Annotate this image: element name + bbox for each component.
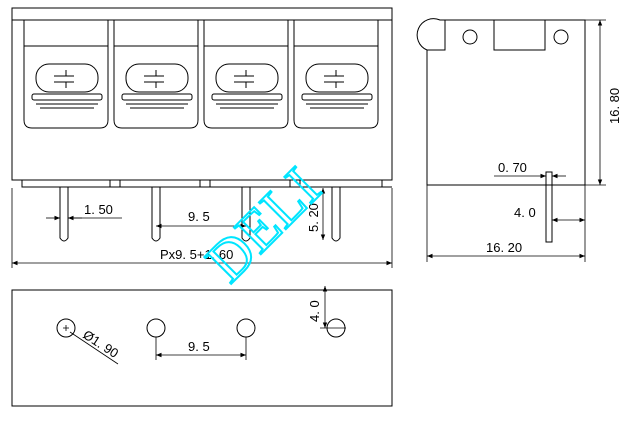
side-view: 16. 80 0. 70 4. 0 16. 20 [416,18,622,262]
bottom-outline [11,289,393,407]
front-view: 1. 50 9. 5 5. 20 Px9. 5+1. 60 [11,7,393,268]
dim-pin-offset: 4. 0 [514,185,586,226]
hole-center-mark [63,325,69,331]
dim-hole-pitch: 9. 5 [155,337,247,360]
dim-pin-width: 1. 50 [46,202,122,221]
terminal-cells [23,20,379,129]
bottom-hole-3 [236,318,256,338]
dim-pin-thickness: 0. 70 [494,160,566,179]
side-hole-right [553,29,569,45]
screw-1 [31,63,103,109]
screw-heads [31,63,373,109]
screw-3 [211,63,283,109]
dim-edge-offset: 4. 0 [307,286,346,329]
pin-length-label: 5. 20 [306,203,321,232]
pin-width-label: 1. 50 [84,202,113,217]
screw-4 [301,63,373,109]
front-base-line [12,179,392,188]
pin-3 [241,187,251,242]
side-pin [545,171,553,243]
bottom-view: Ø1. 90 9. 5 4. 0 [11,286,393,407]
dim-hole-diameter: Ø1. 90 [69,327,121,365]
front-body-outline [11,20,393,181]
side-slot [493,20,546,51]
dim-total-length: Px9. 5+1. 60 [11,188,393,268]
hole-diameter-label: Ø1. 90 [80,327,121,361]
dim-depth: 16. 20 [426,185,586,262]
front-base-notches [21,180,383,187]
pin-1 [59,187,69,242]
screw-2 [121,63,193,109]
dim-height: 16. 80 [585,19,622,186]
pitch-label: 9. 5 [188,209,210,224]
side-body-outline [416,18,586,186]
hole-pitch-label: 9. 5 [188,339,210,354]
bottom-hole-2 [146,318,166,338]
total-length-label: Px9. 5+1. 60 [160,247,233,262]
edge-offset-label: 4. 0 [307,300,322,322]
side-hook [427,20,446,51]
pin-offset-label: 4. 0 [514,205,536,220]
pin-4 [331,187,341,242]
pin-2 [151,187,161,242]
height-label: 16. 80 [607,88,622,124]
side-hole-left [462,29,478,45]
dim-pitch: 9. 5 [156,209,246,229]
front-top-strip [11,7,393,21]
pin-thickness-label: 0. 70 [498,160,527,175]
bottom-hole-1 [56,318,76,338]
depth-label: 16. 20 [486,240,522,255]
dim-pin-length: 5. 20 [306,188,326,240]
pins [59,187,341,242]
